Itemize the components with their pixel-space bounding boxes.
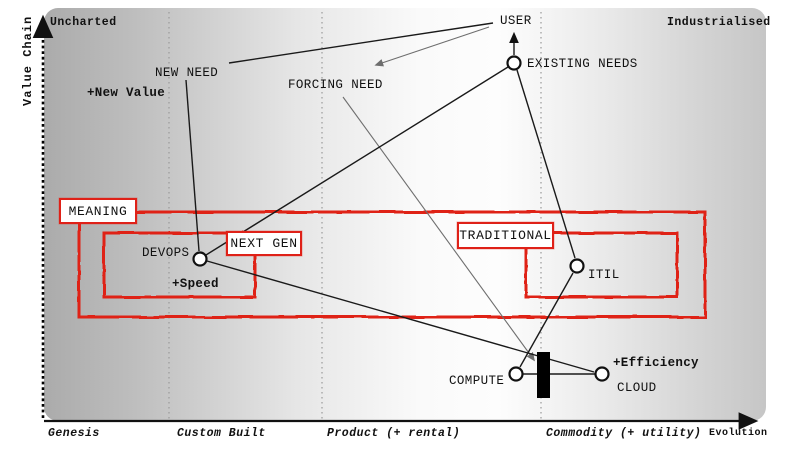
node-itil	[569, 258, 585, 274]
uncharted-label: Uncharted	[50, 16, 117, 29]
new-need-node-label: NEW NEED	[155, 66, 219, 80]
stage-separator-lines	[168, 12, 542, 420]
y-axis-label: Value Chain	[21, 15, 35, 106]
meaning-group-box: MEANING	[59, 198, 137, 224]
devops-node-label: DEVOPS	[142, 246, 190, 260]
next-gen-group-box: NEXT GEN	[226, 231, 302, 256]
edge-existing-needs-itil	[516, 69, 576, 259]
traditional-group-label: TRADITIONAL	[459, 228, 552, 243]
edge-user-forcing-need	[374, 26, 490, 67]
cloud-node-label: CLOUD	[617, 381, 657, 395]
edges	[185, 22, 595, 375]
edge-existing-needs-devops	[205, 66, 509, 256]
traditional-group-outline	[524, 231, 679, 299]
industrialised-label: Industrialised	[667, 16, 771, 29]
map-background-gradient	[44, 8, 766, 421]
new-value-annotation: +New Value	[87, 86, 166, 100]
edge-new-need-devops	[185, 79, 200, 252]
edge-new-need-user	[228, 22, 494, 64]
existing-needs-node-label: EXISTING NEEDS	[527, 57, 638, 71]
inertia-bar	[537, 352, 550, 398]
forcing-need-node-label: FORCING NEED	[288, 78, 383, 92]
edge-itil-compute	[519, 272, 574, 368]
edge-devops-cloud	[206, 260, 595, 373]
itil-node-label: ITIL	[588, 268, 620, 282]
next-gen-group-label: NEXT GEN	[230, 236, 298, 251]
x-axis-label: Evolution	[709, 428, 768, 439]
efficiency-annotation: +Efficiency	[613, 356, 699, 370]
meaning-group-outline	[77, 210, 707, 319]
node-cloud	[594, 366, 610, 382]
stage-genesis-label: Genesis	[48, 427, 100, 440]
node-compute	[508, 366, 524, 382]
node-existing-needs	[506, 55, 522, 71]
meaning-group-label: MEANING	[68, 203, 128, 219]
stage-custom-built-label: Custom Built	[177, 427, 266, 440]
stage-product-label: Product (+ rental)	[327, 427, 461, 440]
traditional-group-box: TRADITIONAL	[457, 222, 554, 249]
compute-node-label: COMPUTE	[449, 374, 505, 388]
stage-commodity-label: Commodity (+ utility)	[546, 427, 702, 440]
user-node-label: USER	[500, 14, 532, 28]
node-devops	[192, 251, 208, 267]
next-gen-group-outline	[102, 231, 257, 299]
edge-forcing-need-inertia	[342, 96, 535, 362]
speed-annotation: +Speed	[172, 277, 219, 291]
